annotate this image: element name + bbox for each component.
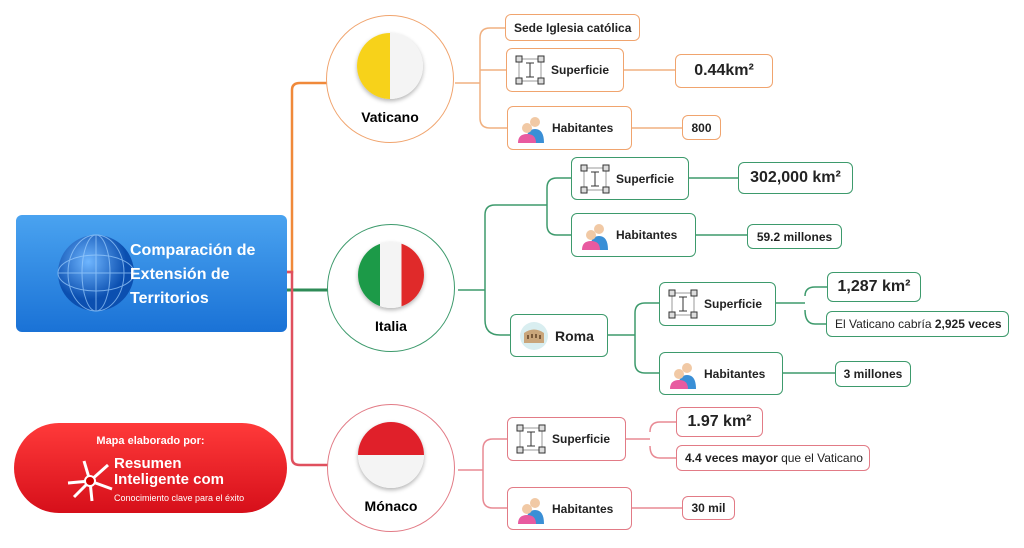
- italia-habitantes-value[interactable]: 59.2 millones: [747, 224, 842, 249]
- label: Superficie: [616, 171, 675, 186]
- country-node-monaco[interactable]: Mónaco: [327, 404, 455, 532]
- label: Habitantes: [704, 366, 766, 381]
- vaticano-habitantes-node[interactable]: Habitantes: [507, 106, 632, 150]
- dimensions-icon: [580, 164, 610, 193]
- monaco-flag-icon: [358, 422, 424, 488]
- roma-superficie-node[interactable]: Superficie: [659, 282, 776, 326]
- italia-superficie-node[interactable]: Superficie: [571, 157, 689, 200]
- country-name: Vaticano: [361, 109, 419, 125]
- people-icon: [518, 117, 544, 143]
- country-node-italia[interactable]: Italia: [327, 224, 455, 352]
- badge-heading: Mapa elaborado por:: [96, 435, 205, 447]
- roma-comparacion[interactable]: El Vaticano cabría 2,925 veces: [826, 311, 1009, 337]
- root-title-line: Comparación de: [130, 242, 256, 259]
- globe-icon: [57, 234, 135, 312]
- colosseum-icon: [520, 321, 548, 350]
- logo-star-icon: [67, 460, 113, 502]
- root-node[interactable]: Comparación de Extensión de Territorios: [16, 215, 287, 332]
- country-name: Italia: [375, 318, 407, 334]
- label: Habitantes: [616, 228, 678, 242]
- monaco-comparacion[interactable]: 4.4 veces mayor que el Vaticano: [676, 445, 870, 471]
- label-bold: 2,925 veces: [934, 317, 1002, 331]
- dimensions-icon: [516, 424, 546, 454]
- country-name: Mónaco: [364, 498, 418, 514]
- label: que el Vaticano: [777, 451, 863, 465]
- label: Superficie: [704, 297, 763, 311]
- monaco-habitantes-value[interactable]: 30 mil: [682, 496, 735, 520]
- roma-superficie-value[interactable]: 1,287 km²: [827, 272, 921, 302]
- roma-habitantes-value[interactable]: 3 millones: [835, 361, 911, 387]
- label: Habitantes: [552, 501, 614, 516]
- dimensions-icon: [515, 55, 545, 85]
- monaco-superficie-value[interactable]: 1.97 km²: [676, 407, 763, 437]
- author-badge: Mapa elaborado por: Resumen Inteligente …: [14, 423, 287, 513]
- vaticano-sede[interactable]: Sede Iglesia católica: [505, 14, 640, 41]
- label: Roma: [555, 327, 594, 344]
- dimensions-icon: [668, 289, 698, 319]
- root-title-line: Territorios: [130, 290, 209, 307]
- vatican-flag-icon: [357, 33, 423, 99]
- label-bold: 4.4 veces mayor: [685, 451, 778, 465]
- root-title-line: Extensión de: [130, 266, 230, 283]
- people-icon: [582, 224, 608, 250]
- italia-superficie-value[interactable]: 302,000 km²: [738, 162, 853, 194]
- logo-line1: Resumen: [114, 455, 182, 472]
- vaticano-superficie-value[interactable]: 0.44km²: [675, 54, 773, 88]
- people-icon: [670, 362, 696, 389]
- monaco-superficie-node[interactable]: Superficie: [507, 417, 626, 461]
- people-icon: [518, 497, 544, 524]
- italy-flag-icon: [358, 242, 424, 308]
- logo-tagline: Conocimiento clave para el éxito: [114, 493, 245, 503]
- vaticano-habitantes-value[interactable]: 800: [682, 115, 721, 140]
- vaticano-superficie-node[interactable]: Superficie: [506, 48, 624, 92]
- label: Superficie: [552, 432, 611, 446]
- monaco-habitantes-node[interactable]: Habitantes: [507, 487, 632, 530]
- label: Habitantes: [552, 121, 614, 135]
- roma-habitantes-node[interactable]: Habitantes: [659, 352, 783, 395]
- label: Superficie: [551, 63, 610, 77]
- logo-line2: Inteligente com: [114, 471, 225, 488]
- country-node-vaticano[interactable]: Vaticano: [326, 15, 454, 143]
- italia-habitantes-node[interactable]: Habitantes: [571, 213, 696, 257]
- label: El Vaticano cabría: [835, 317, 935, 331]
- roma-node[interactable]: Roma: [510, 314, 608, 357]
